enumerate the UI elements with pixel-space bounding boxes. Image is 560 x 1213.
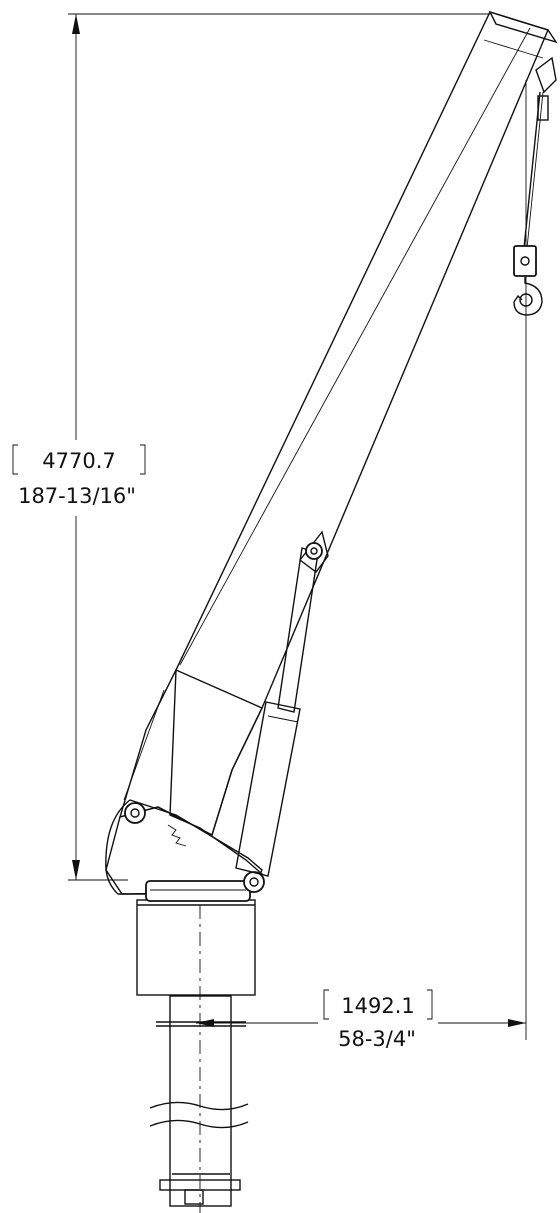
cylinder-base-pin-inner (249, 877, 259, 887)
mast-column (136, 899, 256, 1213)
height-arrow-top (72, 14, 80, 34)
boom-pivot-pin-inner (130, 808, 140, 818)
rod-eye-pin-inner (310, 547, 318, 555)
boom-inner-edge (179, 27, 531, 666)
crane-hook-eye (519, 293, 533, 307)
pedestal-body (136, 899, 256, 996)
boom-outline (118, 11, 549, 837)
mast-pipe (169, 995, 232, 1207)
hook-block-pin (520, 256, 530, 266)
reach-metric-label: 1492.1 (341, 994, 414, 1018)
slew-gear-hint (167, 824, 187, 847)
boom-pivot-pin-outer (124, 802, 146, 824)
reach-metric-bracket-right (427, 989, 433, 1020)
height-dimension: 4770.7 187-13/16" (2, 13, 490, 881)
cylinder-barrel-collar (267, 715, 299, 723)
height-metric-bracket-right (140, 444, 146, 475)
turret-cap (145, 880, 251, 902)
height-imperial-label: 187-13/16" (18, 484, 136, 508)
rod-eye-pin-outer (305, 542, 323, 560)
cylinder-rod (277, 547, 319, 713)
hook-block (513, 245, 537, 277)
hydraulic-cylinder (235, 530, 329, 877)
mast-break-line-top (149, 1101, 249, 1111)
rod-eye-bracket (299, 530, 329, 573)
wire-rope-inner (526, 91, 544, 249)
height-arrow-bottom (72, 860, 80, 880)
tip-sheave-bracket (535, 56, 557, 94)
reach-dimension: 1492.1 58-3/4" (196, 80, 527, 1051)
reach-arrow-left (196, 1019, 214, 1027)
crane-hook (513, 277, 543, 316)
height-metric-label: 4770.7 (42, 449, 115, 473)
height-label-background (2, 440, 152, 516)
boom-lower-inner (123, 689, 165, 801)
reach-imperial-label: 58-3/4" (338, 1027, 416, 1051)
crane-hook-tip (513, 294, 523, 303)
reach-arrow-right (508, 1019, 526, 1027)
cylinder-base-pin-outer (243, 871, 265, 893)
boom-tip-band (483, 39, 544, 59)
height-metric-bracket-left (12, 444, 18, 475)
wire-rope (523, 91, 541, 249)
base-foot (184, 1189, 204, 1205)
crane-boom (105, 10, 558, 902)
hoist-assembly (513, 56, 557, 316)
reach-metric-bracket-left (323, 989, 329, 1020)
cylinder-barrel (235, 701, 301, 877)
boom-lower-section (105, 668, 264, 895)
mast-break-line-bottom (149, 1119, 249, 1129)
boom-tip-cap (488, 10, 558, 44)
